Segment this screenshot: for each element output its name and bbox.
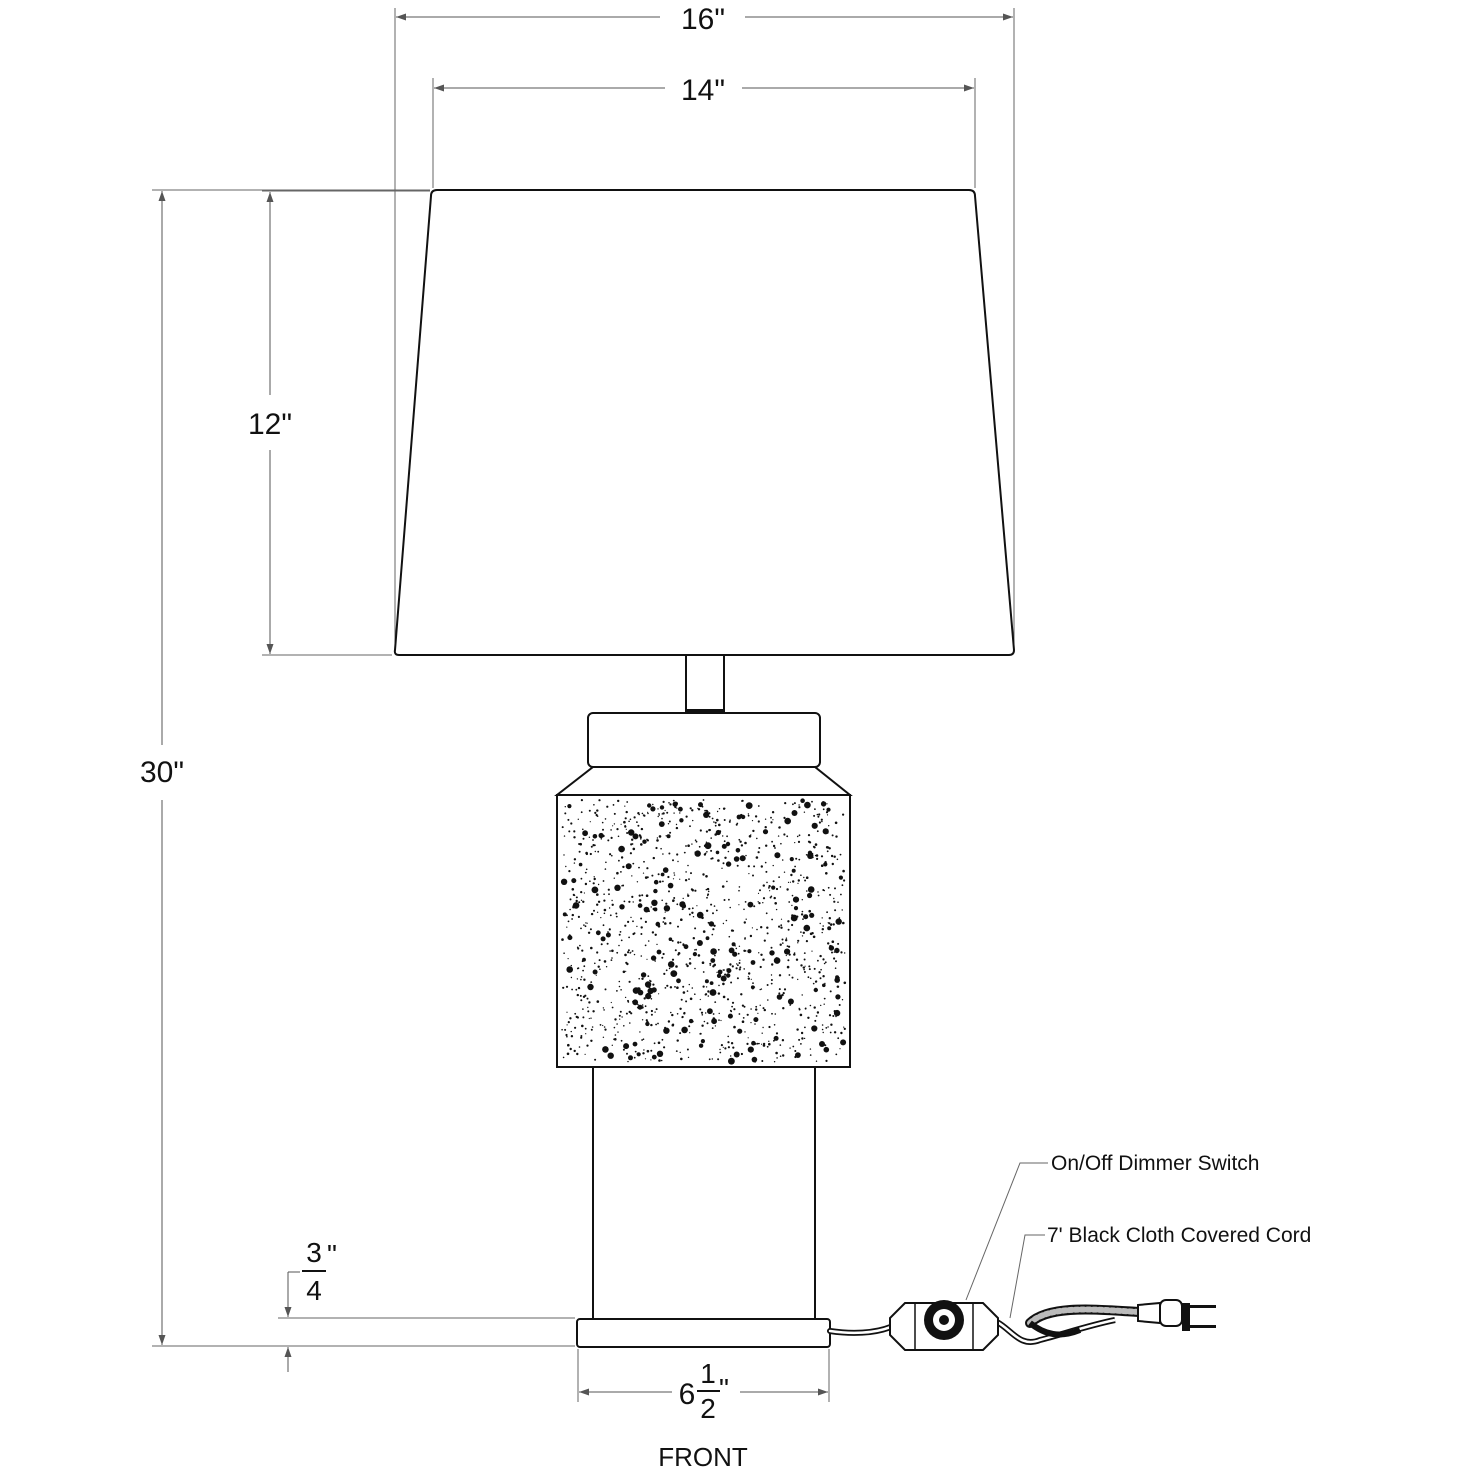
shade-top-width-label: 14" bbox=[681, 74, 725, 107]
switch-callout-label: On/Off Dimmer Switch bbox=[1051, 1152, 1259, 1175]
shade-top-width-dimension: 14" bbox=[432, 74, 976, 188]
speckle-texture bbox=[560, 798, 847, 1065]
base-width-whole: 6 bbox=[679, 1378, 696, 1411]
view-caption: FRONT bbox=[658, 1442, 748, 1472]
base-height-dimension: 3 4 " bbox=[278, 1237, 575, 1372]
base-height-denominator: 4 bbox=[306, 1275, 322, 1306]
lamp-shoulder bbox=[554, 766, 853, 796]
base-width-unit: " bbox=[719, 1373, 729, 1404]
base-height-numerator: 3 bbox=[306, 1237, 322, 1268]
plug bbox=[1137, 1299, 1216, 1331]
dimmer-switch bbox=[889, 1300, 999, 1351]
lamp-neck bbox=[685, 654, 725, 713]
cord-callout: 7' Black Cloth Covered Cord bbox=[1009, 1224, 1311, 1319]
base-height-unit: " bbox=[327, 1239, 337, 1270]
lamp-shade bbox=[393, 189, 1016, 656]
switch-callout: On/Off Dimmer Switch bbox=[965, 1152, 1259, 1301]
overall-width-label: 16" bbox=[681, 3, 725, 36]
shade-height-dimension: 12" bbox=[248, 190, 430, 656]
base-width-denominator: 2 bbox=[700, 1393, 716, 1424]
shade-height-label: 12" bbox=[248, 408, 292, 441]
base-width-numerator: 1 bbox=[700, 1358, 716, 1389]
base-width-dimension: 6 1 2 " bbox=[577, 1349, 830, 1424]
lamp-top-cap bbox=[587, 712, 821, 768]
lamp-base bbox=[576, 1318, 831, 1348]
overall-height-dimension: 30" bbox=[140, 189, 575, 1347]
overall-height-label: 30" bbox=[140, 756, 184, 789]
braided-cord bbox=[1025, 1304, 1145, 1338]
cord-callout-label: 7' Black Cloth Covered Cord bbox=[1047, 1224, 1311, 1247]
overall-width-dimension: 16" bbox=[394, 3, 1015, 650]
lamp-lower-column bbox=[592, 1066, 816, 1320]
